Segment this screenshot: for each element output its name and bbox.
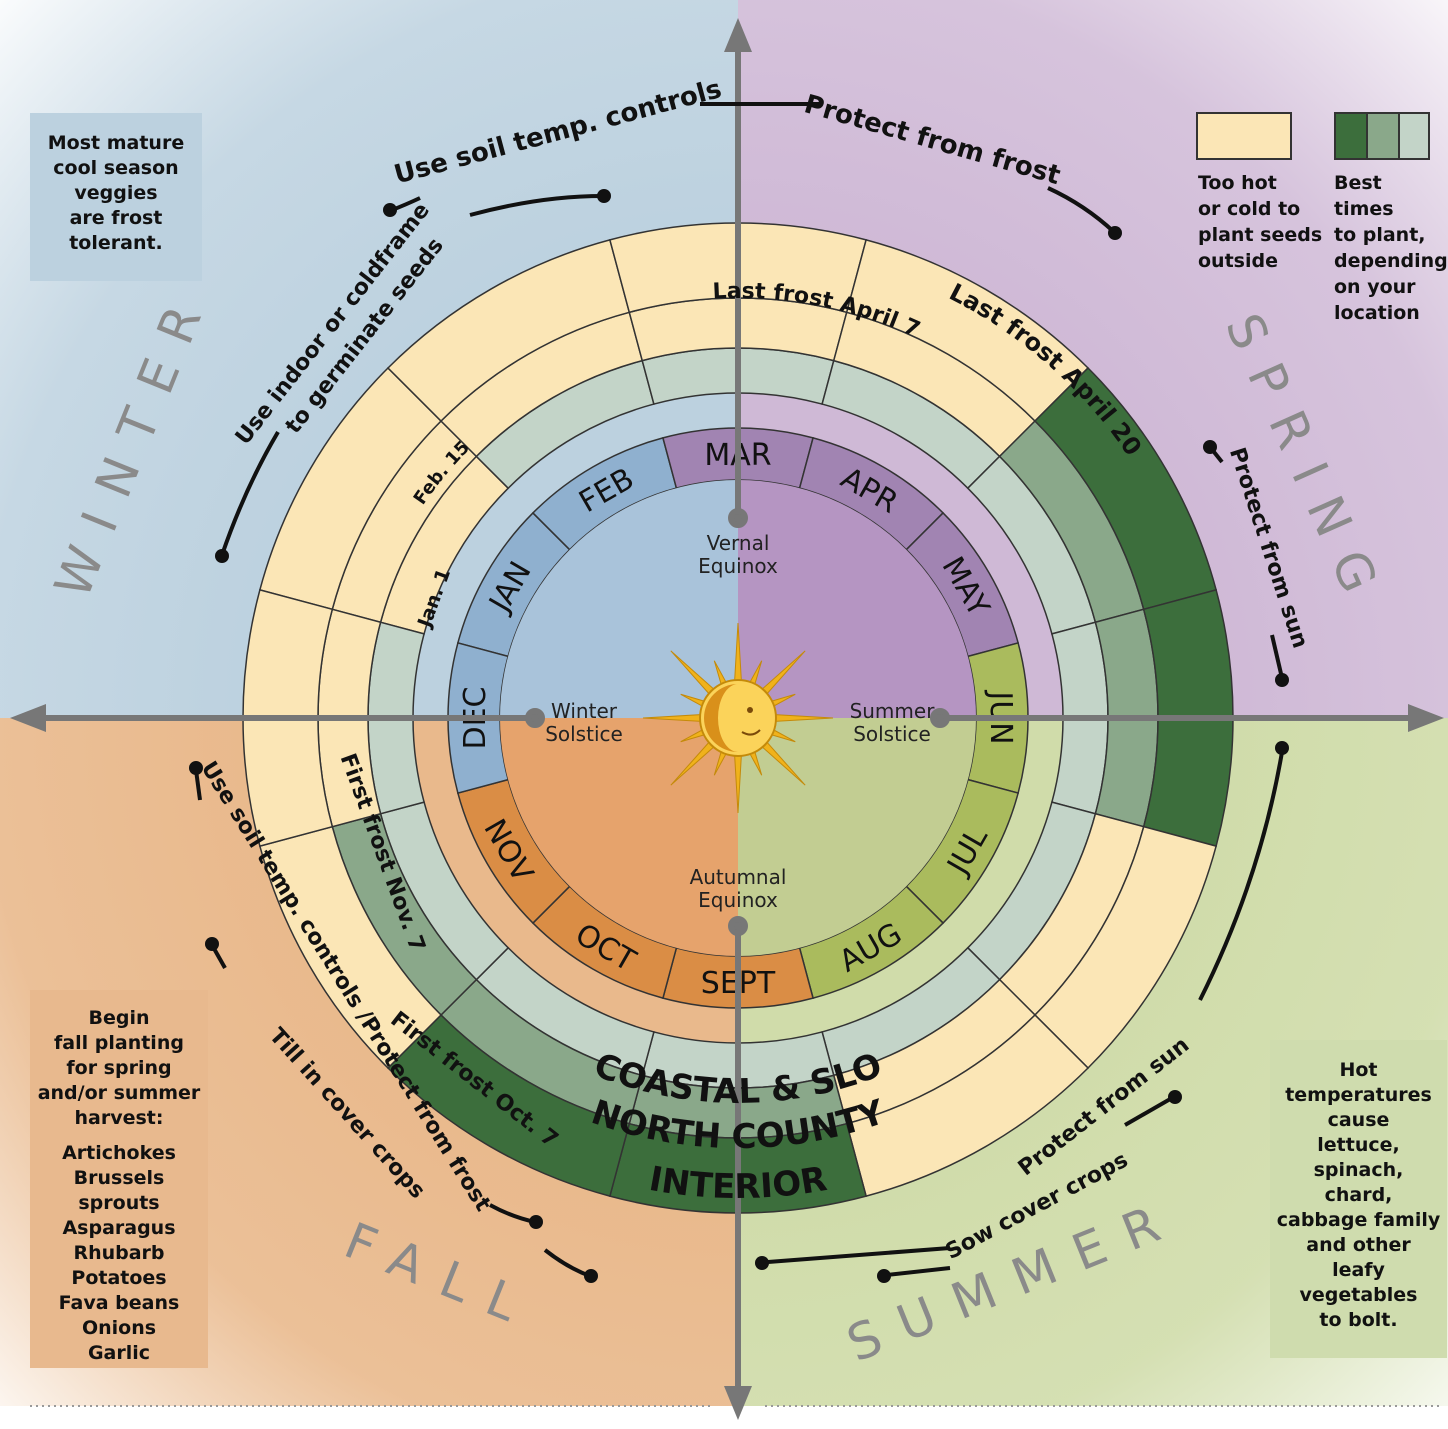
fall-crop-item: Rhubarb — [73, 1242, 165, 1264]
legend-line: outside — [1198, 250, 1278, 272]
fall-note-line: and/or summer — [37, 1082, 201, 1104]
fall-crop-item: Onions — [81, 1317, 157, 1339]
summer-note-line: spinach, — [1313, 1159, 1404, 1181]
winter-note-line: veggies — [74, 182, 158, 204]
summer-note-line: leafy — [1332, 1259, 1385, 1281]
winter-solstice-label-2: Solstice — [545, 722, 623, 746]
summer-note-line: cause — [1327, 1109, 1390, 1131]
summer-solstice-label-1: Summer — [850, 699, 936, 723]
summer-note-line: lettuce, — [1317, 1134, 1400, 1156]
fall-note: Begin fall planting for spring and/or su… — [30, 990, 208, 1368]
legend-line: Best times — [1334, 172, 1394, 220]
summer-note: Hot temperatures cause lettuce, spinach,… — [1270, 1040, 1447, 1358]
winter-note: Most mature cool season veggies are fros… — [30, 113, 202, 281]
autumnal-label-2: Equinox — [698, 888, 778, 912]
arrow-up-icon — [724, 18, 752, 52]
arrow-down-icon — [724, 1386, 752, 1420]
summer-note-line: cabbage family — [1276, 1209, 1441, 1231]
vernal-label-1: Vernal — [707, 531, 770, 555]
winter-note-line: cool season — [53, 157, 179, 179]
autumnal-label-1: Autumnal — [690, 865, 787, 889]
summer-solstice-label-2: Solstice — [853, 722, 931, 746]
fall-note-line: for spring — [66, 1057, 172, 1079]
summer-note-line: temperatures — [1285, 1084, 1432, 1106]
fall-note-line: Begin — [88, 1007, 150, 1029]
legend-swatch-best-mid — [1366, 112, 1398, 160]
legend-line: plant seeds — [1198, 224, 1323, 246]
arrow-right-icon — [1408, 704, 1444, 732]
legend-line: to plant, — [1334, 224, 1426, 246]
sun-face-icon — [642, 622, 834, 814]
summer-note-line: Hot — [1339, 1059, 1378, 1081]
arc-annotations — [189, 102, 1289, 1283]
legend-line: depending — [1334, 250, 1448, 272]
legend-line: on your — [1334, 276, 1416, 298]
fall-note-line: fall planting — [54, 1032, 184, 1054]
arrow-left-icon — [10, 704, 46, 732]
legend-swatch-best-dark — [1334, 112, 1366, 160]
legend-swatch-best-light — [1398, 112, 1430, 160]
vernal-label-2: Equinox — [698, 554, 778, 578]
winter-note-line: are frost — [69, 207, 163, 229]
center-labels: Vernal Equinox Winter Solstice Summer So… — [545, 531, 935, 912]
legend-best-times: Best times to plant, depending on your l… — [1334, 170, 1448, 326]
winter-solstice-label-1: Winter — [551, 699, 618, 723]
legend-too-hot-cold: Too hot or cold to plant seeds outside — [1198, 170, 1323, 274]
summer-note-line: chard, — [1324, 1184, 1393, 1206]
summer-note-line: and other — [1306, 1234, 1411, 1256]
summer-note-line: vegetables — [1299, 1284, 1418, 1306]
fall-crop-item: Brussels sprouts — [73, 1167, 165, 1214]
legend-line: or cold to — [1198, 198, 1301, 220]
fall-crop-item: Garlic — [87, 1342, 151, 1364]
axes — [10, 18, 1444, 1420]
fall-crop-item: Fava beans — [58, 1292, 180, 1314]
fall-crop-item: Asparagus — [62, 1217, 176, 1239]
fall-crop-item: Potatoes — [71, 1267, 167, 1289]
summer-note-line: to bolt. — [1319, 1309, 1398, 1331]
legend-swatch-too-hot-cold — [1196, 112, 1292, 160]
legend-line: location — [1334, 302, 1420, 324]
winter-note-line: Most mature — [47, 132, 185, 154]
winter-note-line: tolerant. — [69, 232, 163, 254]
fall-crop-item: Artichokes — [62, 1142, 176, 1164]
fall-note-line: harvest: — [74, 1107, 164, 1129]
legend-line: Too hot — [1198, 172, 1277, 194]
